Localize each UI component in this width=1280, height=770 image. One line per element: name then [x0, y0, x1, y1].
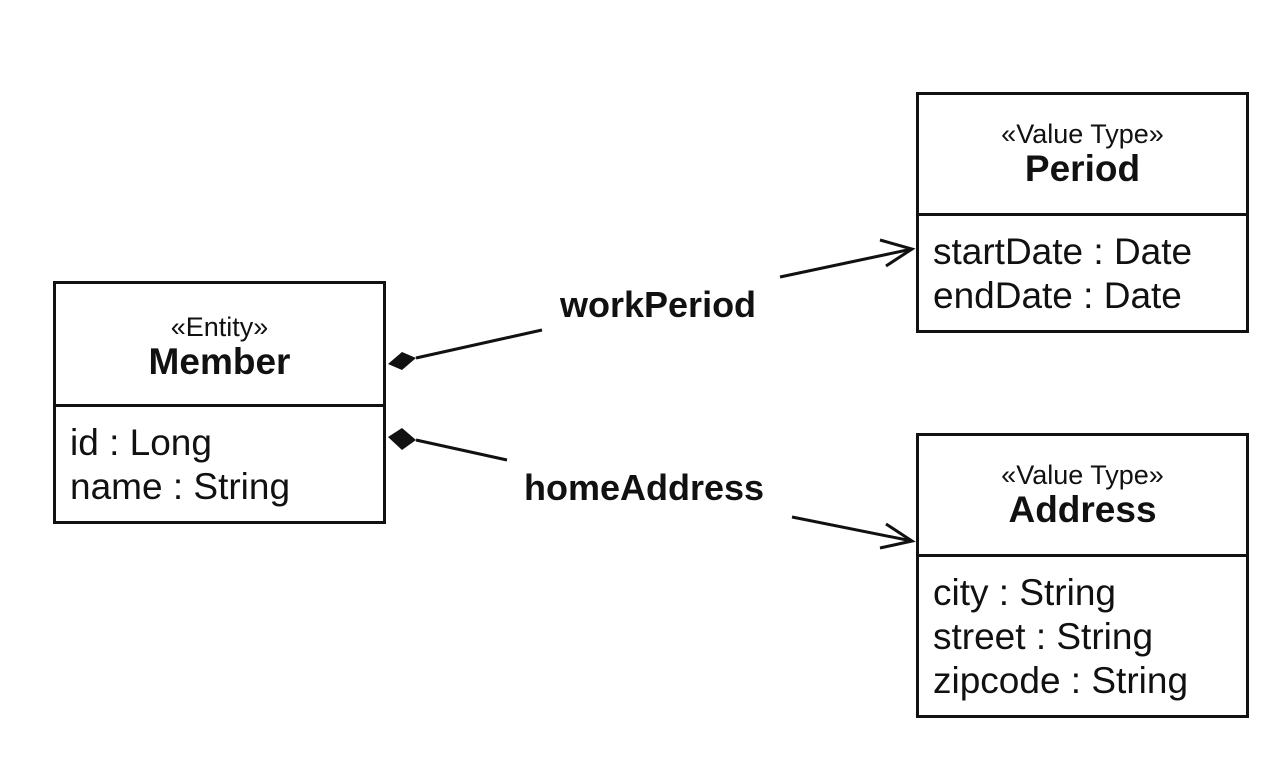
association-line-work-period-right — [779, 247, 913, 279]
stereotype-period: «Value Type» — [1001, 119, 1164, 149]
association-line-home-address-left — [415, 438, 508, 462]
arrowhead-work-period — [879, 238, 916, 268]
attribute-name: name : String — [70, 466, 291, 507]
arrowhead-home-address — [879, 522, 916, 550]
attribute-list-address: city : String street : String zipcode : … — [919, 557, 1246, 703]
association-label-work-period: workPeriod — [560, 284, 757, 326]
class-header-period: «Value Type» Period — [919, 95, 1246, 216]
attribute-start-date: startDate : Date — [933, 231, 1193, 272]
class-box-address[interactable]: «Value Type» Address city : String stree… — [916, 433, 1249, 718]
class-header-address: «Value Type» Address — [919, 436, 1246, 557]
association-line-work-period-left — [415, 328, 543, 360]
attribute-list-period: startDate : Date endDate : Date — [919, 216, 1246, 318]
class-header-member: «Entity» Member — [56, 284, 383, 407]
attribute-city: city : String — [933, 572, 1116, 613]
attribute-street: street : String — [933, 616, 1154, 657]
composition-diamond-home-address — [388, 428, 416, 450]
stereotype-member: «Entity» — [170, 312, 269, 342]
association-line-home-address-right — [791, 515, 913, 543]
attribute-zipcode: zipcode : String — [933, 660, 1189, 701]
attribute-id: id : Long — [70, 422, 212, 463]
attribute-end-date: endDate : Date — [933, 275, 1182, 316]
association-label-home-address: homeAddress — [524, 467, 765, 509]
composition-diamond-work-period — [388, 352, 416, 370]
class-name-address: Address — [1008, 489, 1157, 530]
class-name-member: Member — [148, 341, 291, 382]
class-name-period: Period — [1024, 148, 1141, 189]
attribute-list-member: id : Long name : String — [56, 407, 383, 509]
class-box-period[interactable]: «Value Type» Period startDate : Date end… — [916, 92, 1249, 333]
stereotype-address: «Value Type» — [1001, 460, 1164, 490]
class-box-member[interactable]: «Entity» Member id : Long name : String — [53, 281, 386, 524]
